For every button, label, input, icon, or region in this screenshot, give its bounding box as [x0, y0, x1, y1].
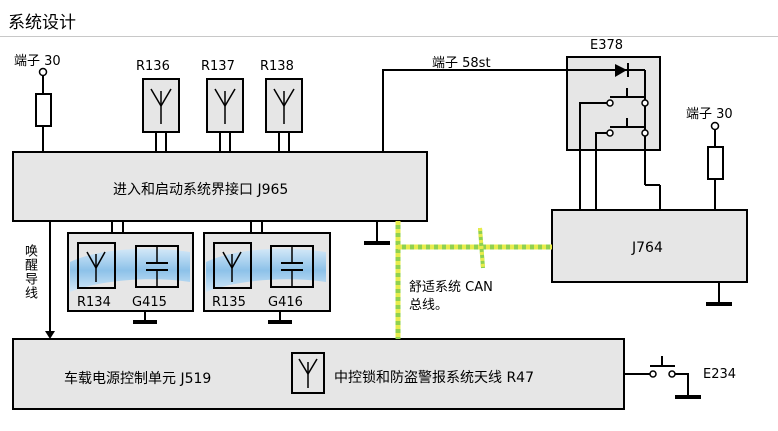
- e234-label: E234: [703, 367, 737, 382]
- antenna-r47: [291, 352, 325, 394]
- g415-label: G415: [132, 295, 167, 310]
- r135-label: R135: [212, 295, 246, 310]
- antenna-r136-label: R136: [136, 59, 170, 74]
- j965-box: [12, 151, 428, 222]
- j965-ground: [364, 221, 390, 245]
- can-bus-label-line1: 舒适系统 CAN: [409, 280, 493, 295]
- wakeup-line: [45, 221, 55, 339]
- antenna-r137-label: R137: [201, 59, 235, 74]
- antenna-r138-label: R138: [260, 59, 294, 74]
- g416-label: G416: [268, 295, 303, 310]
- r134-label: R134: [77, 295, 111, 310]
- e378-switch: [579, 63, 661, 210]
- terminal-30-left-label: 端子 30: [14, 54, 61, 69]
- can-bus-label-line2: 总线。: [409, 298, 449, 313]
- terminal-30-right-label: 端子 30: [686, 107, 733, 122]
- terminal-30-right: [707, 121, 724, 210]
- terminal-58st-label: 端子 58st: [432, 56, 491, 71]
- j764-label: J764: [632, 240, 663, 256]
- page-title: 系统设计: [8, 13, 76, 33]
- sub-unit-r135-g416: [203, 221, 331, 324]
- terminal-58st-line: [382, 69, 612, 152]
- j764-ground: [706, 282, 732, 306]
- sub-unit-r134-g415: [67, 221, 194, 324]
- antenna-r136: [142, 78, 180, 152]
- can-bus: [395, 221, 552, 339]
- j965-label: 进入和启动系统界接口 J965: [113, 182, 289, 198]
- title-divider: [0, 36, 778, 37]
- j519-box: [12, 338, 625, 410]
- r47-label: 中控锁和防盗警报系统天线 R47: [334, 370, 534, 386]
- j764-box: [551, 209, 748, 283]
- j519-label: 车载电源控制单元 J519: [64, 371, 212, 387]
- wakeup-line-label: 唤醒导线: [22, 244, 37, 300]
- antenna-r137: [206, 78, 244, 152]
- terminal-30-left: [35, 67, 52, 152]
- e378-label: E378: [590, 38, 624, 53]
- e234-switch: [624, 356, 701, 399]
- antenna-r138: [265, 78, 303, 152]
